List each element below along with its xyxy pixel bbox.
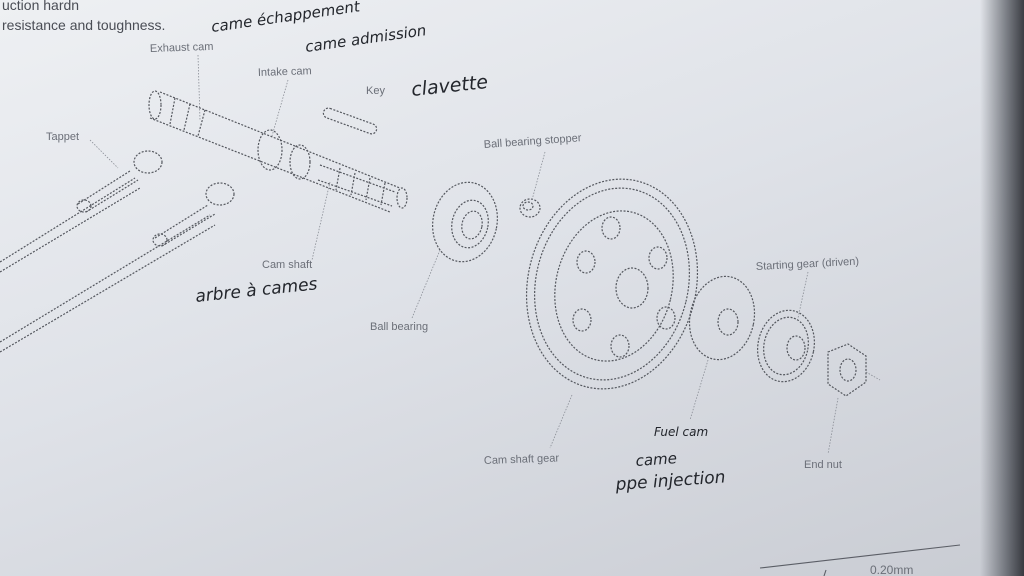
label-cam-shaft: Cam shaft: [262, 259, 312, 271]
handwritten-cam-shaft: arbre à cames: [194, 274, 318, 307]
heading-line-1: uction hardn: [2, 0, 79, 13]
label-end-nut: End nut: [804, 459, 842, 471]
leader-lines: [89, 54, 839, 455]
page-edge-shadow: [980, 0, 1024, 576]
handwritten-fuel-cam-line-2: ppe injection: [614, 467, 726, 495]
handwritten-key: clavette: [410, 71, 489, 101]
label-exhaust-cam: Exhaust cam: [150, 41, 214, 55]
cam-shaft-gear: [525, 178, 699, 390]
ball-bearing: [432, 181, 498, 263]
bottom-value: 0.20mm: [870, 563, 913, 576]
cam-shaft: [148, 90, 408, 213]
label-intake-cam: Intake cam: [258, 65, 312, 79]
label-tappet: Tappet: [46, 131, 79, 143]
intake-cam-lobe: [257, 129, 283, 171]
handwritten-intake-cam: came admission: [304, 21, 427, 56]
key-part: [322, 107, 378, 135]
label-fuel-cam: Fuel cam: [654, 425, 708, 439]
end-nut: [827, 343, 881, 397]
label-key: Key: [366, 85, 385, 97]
tappet-lower: [0, 182, 235, 353]
handwritten-fuel-cam-line-1: came: [635, 449, 677, 470]
heading-line-2: resistance and toughness.: [2, 17, 165, 33]
ball-bearing-stopper: [519, 198, 541, 218]
label-ball-bearing-stopper: Ball bearing stopper: [483, 132, 582, 151]
tappet-upper: [0, 150, 163, 273]
label-starting-gear-driven: Starting gear (driven): [756, 256, 860, 273]
bottom-table-fragment: 0.20mm: [759, 544, 961, 576]
handwritten-exhaust-cam: came échappement: [210, 0, 362, 36]
fuel-cam: [688, 275, 756, 361]
starting-gear-driven: [757, 309, 815, 383]
label-ball-bearing: Ball bearing: [370, 321, 428, 333]
label-cam-shaft-gear: Cam shaft gear: [484, 452, 560, 467]
